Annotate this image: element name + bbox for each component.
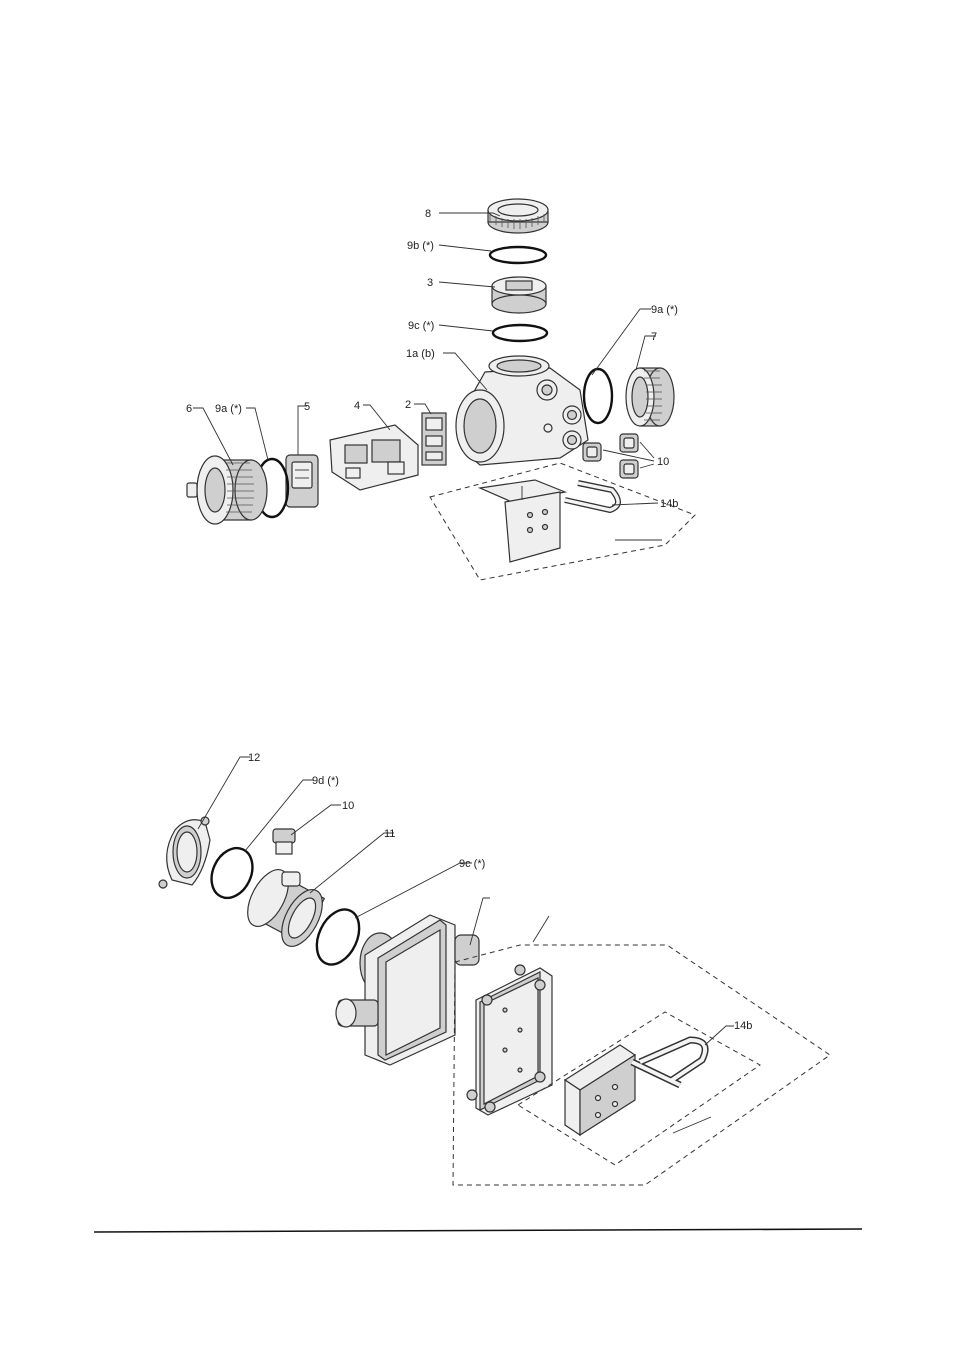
part-3-terminal-block <box>492 277 546 313</box>
label-part-9c: 9c (*) <box>408 320 434 332</box>
label-part-14b: 14b <box>660 498 678 510</box>
part-5-display <box>286 455 318 507</box>
top-exploded-view: 8 9b (*) 3 9c (*) 1a (b) 9a (*) 7 2 4 5 … <box>186 199 695 580</box>
label-part-5: 5 <box>304 401 310 413</box>
label-part-2: 2 <box>405 399 411 411</box>
label-part-11: 11 <box>384 828 395 840</box>
footer-rule <box>94 1229 862 1232</box>
label-part-9d: 9d (*) <box>312 775 339 787</box>
part-1a-housing <box>456 356 588 465</box>
part-4-electronics-board <box>330 425 418 490</box>
part-9c-o-ring <box>493 325 547 341</box>
bracket-kit-outline-bottom <box>518 1012 760 1165</box>
mounting-plate <box>467 965 552 1115</box>
part-14b-u-bolt <box>565 483 618 510</box>
part-8-top-cover <box>488 199 548 233</box>
label-part-6: 6 <box>186 403 192 415</box>
part-6-front-cover <box>187 456 267 524</box>
part-9b-o-ring <box>490 247 546 263</box>
label-part-10: 10 <box>657 456 669 468</box>
part-10-cable-gland <box>273 829 295 854</box>
label-part-7: 7 <box>651 331 657 343</box>
bottom-exploded-view: 12 9d (*) 10 11 9c (*) 14b <box>159 752 830 1185</box>
label-part-3: 3 <box>427 277 433 289</box>
part-14b-u-bolt-bottom <box>632 1040 705 1085</box>
label-part-9b: 9b (*) <box>407 240 434 252</box>
part-9a-right-o-ring <box>584 369 612 423</box>
label-part-1a: 1a (b) <box>406 348 435 360</box>
label-part-9a-right: 9a (*) <box>651 304 678 316</box>
label-part-12: 12 <box>248 752 260 764</box>
bracket-kit-outline <box>430 463 695 580</box>
label-part-14b-bottom: 14b <box>734 1020 752 1032</box>
label-part-8: 8 <box>425 208 431 220</box>
label-part-10-bottom: 10 <box>342 800 354 812</box>
label-part-9a-left: 9a (*) <box>215 403 242 415</box>
part-12-cover-plate <box>159 817 210 888</box>
label-part-4: 4 <box>354 400 360 412</box>
part-2-module <box>422 413 446 465</box>
part-mounting-bracket <box>480 480 565 562</box>
label-part-9c-bottom: 9c (*) <box>459 858 485 870</box>
mounting-bracket-bottom <box>565 1045 635 1135</box>
part-7-rear-cover <box>626 368 674 426</box>
